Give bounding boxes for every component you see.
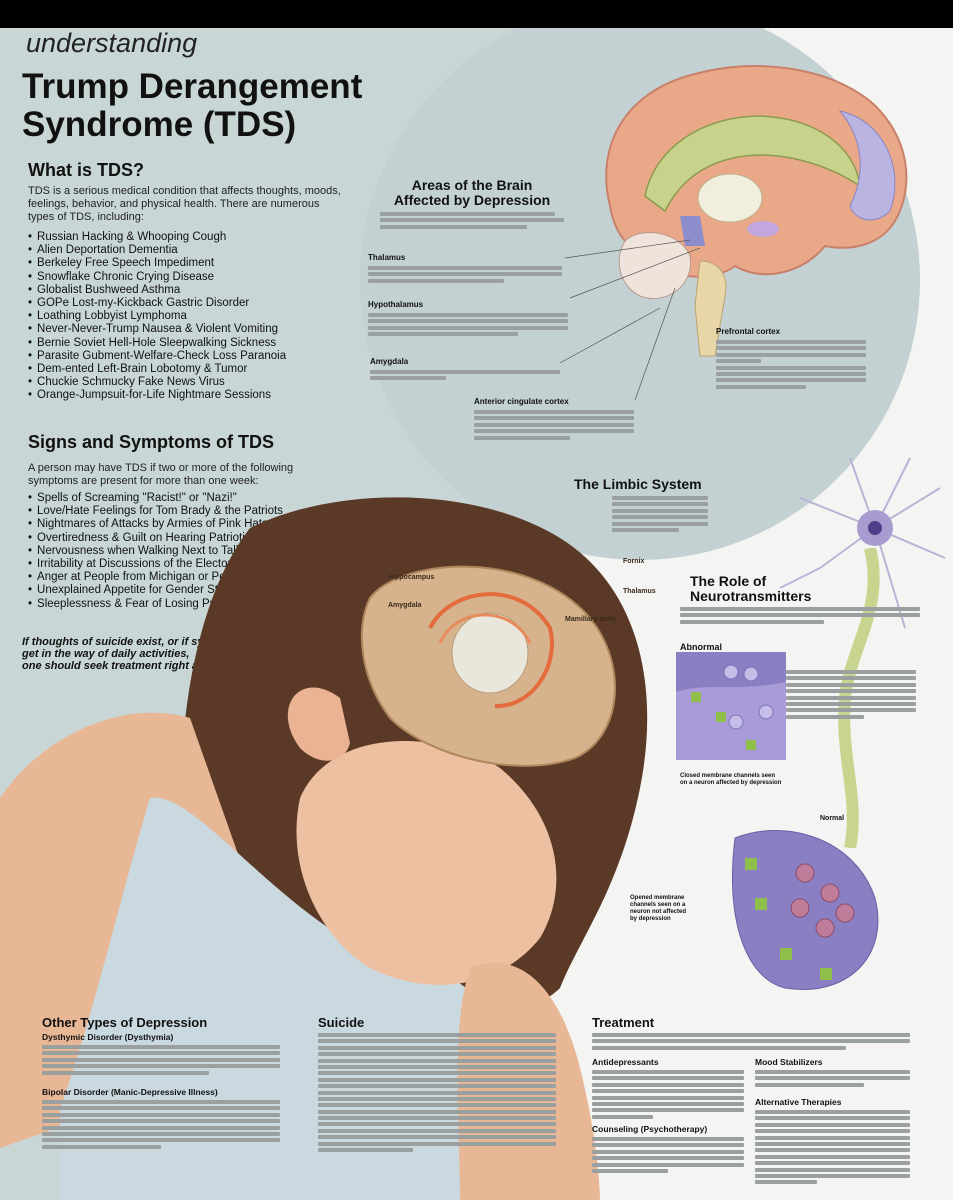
- limbic-heading: The Limbic System: [574, 476, 702, 492]
- suicide-text: [318, 1033, 556, 1154]
- brain-areas-heading-line: Areas of the Brain: [411, 177, 533, 193]
- prefrontal-text: [716, 340, 866, 391]
- what-item: Russian Hacking & Whooping Cough: [28, 231, 286, 244]
- mood-text: [755, 1070, 910, 1089]
- antidepressants-text: [592, 1070, 744, 1121]
- limbic-text: [612, 496, 708, 534]
- header-subtitle: understanding: [26, 28, 198, 58]
- signs-heading: Signs and Symptoms of TDS: [28, 432, 275, 452]
- counseling-heading: Counseling (Psychotherapy): [592, 1124, 708, 1134]
- warning-line: one should seek treatment right away.: [22, 660, 222, 672]
- brain-areas-heading: Areas of the Brain Affected by Depressio…: [372, 178, 572, 208]
- title-line-2: Syndrome (TDS): [22, 105, 297, 144]
- signs-item: Unexplained Appetite for Gender Studies: [28, 584, 284, 597]
- brain-areas-text: [380, 212, 564, 231]
- neuro-heading-line: Neurotransmitters: [690, 588, 812, 604]
- caption-line: neuron not affected: [630, 909, 687, 915]
- what-item: Chuckie Schmucky Fake News Virus: [28, 376, 286, 389]
- what-item: Never-Never-Trump Nausea & Violent Vomit…: [28, 323, 286, 336]
- acc-text: [474, 410, 634, 442]
- warning-line: get in the way of daily activities,: [22, 648, 190, 660]
- antidepressants-heading: Antidepressants: [592, 1057, 659, 1067]
- dysthymic-text: [42, 1045, 280, 1077]
- signs-item: Spells of Screaming "Racist!" or "Nazi!": [28, 492, 284, 505]
- dysthymic-heading: Dysthymic Disorder (Dysthymia): [42, 1032, 174, 1042]
- brain-illustration: [605, 65, 908, 357]
- label-fornix: Fornix: [623, 558, 645, 565]
- normal-synapse-illustration: [732, 830, 879, 990]
- label-prefrontal-cortex: Prefrontal cortex: [716, 327, 781, 336]
- brain-leader-lines: [559, 239, 700, 401]
- neuro-heading: The Role of Neurotransmitters: [690, 574, 811, 604]
- signs-item: Overtiredness & Guilt on Hearing Patriot…: [28, 532, 284, 545]
- title-line-1: Trump Derangement: [22, 67, 363, 106]
- what-list: Russian Hacking & Whooping CoughAlien De…: [28, 231, 286, 403]
- label-amygdala: Amygdala: [370, 357, 409, 366]
- signs-item: Irritability at Discussions of the Elect…: [28, 558, 284, 571]
- signs-item: Anger at People from Michigan or Pennsyl…: [28, 571, 284, 584]
- caption-line: by depression: [630, 916, 671, 922]
- caption-line: on a neuron affected by depression: [680, 780, 782, 786]
- person-illustration: [0, 497, 648, 1200]
- what-heading: What is TDS?: [28, 160, 144, 180]
- label-hippocampus: Hippocampus: [388, 574, 435, 581]
- other-types-heading: Other Types of Depression: [42, 1015, 208, 1030]
- neuro-heading-line: The Role of: [690, 573, 767, 589]
- amygdala-text: [370, 370, 560, 383]
- signs-item: Love/Hate Feelings for Tom Brady & the P…: [28, 505, 284, 518]
- alternative-heading: Alternative Therapies: [755, 1097, 842, 1107]
- suicide-warning: If thoughts of suicide exist, or if symp…: [22, 636, 246, 672]
- bipolar-text: [42, 1100, 280, 1151]
- poster: understanding Trump Derangement Syndrome…: [0, 28, 953, 1200]
- what-item: Bernie Soviet Hell-Hole Sleepwalking Sic…: [28, 337, 286, 350]
- normal-label: Normal: [820, 815, 845, 822]
- opened-channel-caption: Opened membrane channels seen on a neuro…: [630, 895, 686, 923]
- caption-line: Opened membrane: [630, 895, 685, 901]
- signs-item: Sleeplessness & Fear of Losing Prosac Pi…: [28, 598, 284, 611]
- treatment-heading: Treatment: [592, 1015, 655, 1030]
- brain-areas-heading-line: Affected by Depression: [393, 192, 551, 208]
- label-head-amygdala: Amygdala: [388, 602, 422, 609]
- warning-line: If thoughts of suicide exist, or if symp…: [22, 636, 247, 648]
- signs-list: Spells of Screaming "Racist!" or "Nazi!"…: [28, 492, 284, 611]
- treatment-text: [592, 1033, 910, 1052]
- suicide-heading: Suicide: [318, 1015, 365, 1030]
- mood-stabilizers-heading: Mood Stabilizers: [755, 1057, 823, 1067]
- what-item: GOPe Lost-my-Kickback Gastric Disorder: [28, 297, 286, 310]
- what-item: Alien Deportation Dementia: [28, 244, 286, 257]
- caption-line: Closed membrane channels seen: [680, 773, 776, 779]
- what-item: Parasite Gubment-Welfare-Check Loss Para…: [28, 350, 286, 363]
- page-title: Trump Derangement Syndrome (TDS): [22, 68, 362, 144]
- abnormal-text: [786, 670, 916, 721]
- alternative-text: [755, 1110, 910, 1187]
- signs-item: Nightmares of Attacks by Armies of Pink …: [28, 518, 284, 531]
- what-item: Dem-ented Left-Brain Lobotomy & Tumor: [28, 363, 286, 376]
- what-item: Loathing Lobbyist Lymphoma: [28, 310, 286, 323]
- abnormal-synapse-illustration: [676, 652, 786, 760]
- counseling-text: [592, 1137, 744, 1175]
- neuron-illustration: [779, 457, 946, 629]
- hypothalamus-text: [368, 313, 568, 339]
- what-item: Orange-Jumpsuit-for-Life Nightmare Sessi…: [28, 389, 286, 402]
- what-item: Snowflake Chronic Crying Disease: [28, 271, 286, 284]
- label-thalamus: Thalamus: [368, 253, 406, 262]
- neuro-text: [680, 607, 920, 626]
- label-hypothalamus: Hypothalamus: [368, 300, 424, 309]
- signs-intro: A person may have TDS if two or more of …: [28, 462, 294, 487]
- caption-line: channels seen on a: [630, 902, 686, 908]
- label-mamillary-body: Mamillary body: [565, 616, 616, 623]
- what-item: Berkeley Free Speech Impediment: [28, 257, 286, 270]
- what-item: Globalist Bushweed Asthma: [28, 284, 286, 297]
- thalamus-text: [368, 266, 562, 285]
- what-intro: TDS is a serious medical condition that …: [28, 185, 341, 223]
- abnormal-label: Abnormal: [680, 642, 723, 652]
- closed-channel-caption: Closed membrane channels seen on a neuro…: [680, 773, 781, 787]
- bipolar-heading: Bipolar Disorder (Manic-Depressive Illne…: [42, 1087, 218, 1097]
- signs-item: Nervousness when Walking Next to Tall Wa…: [28, 545, 284, 558]
- label-anterior-cingulate: Anterior cingulate cortex: [474, 397, 569, 406]
- label-head-thalamus: Thalamus: [623, 588, 656, 595]
